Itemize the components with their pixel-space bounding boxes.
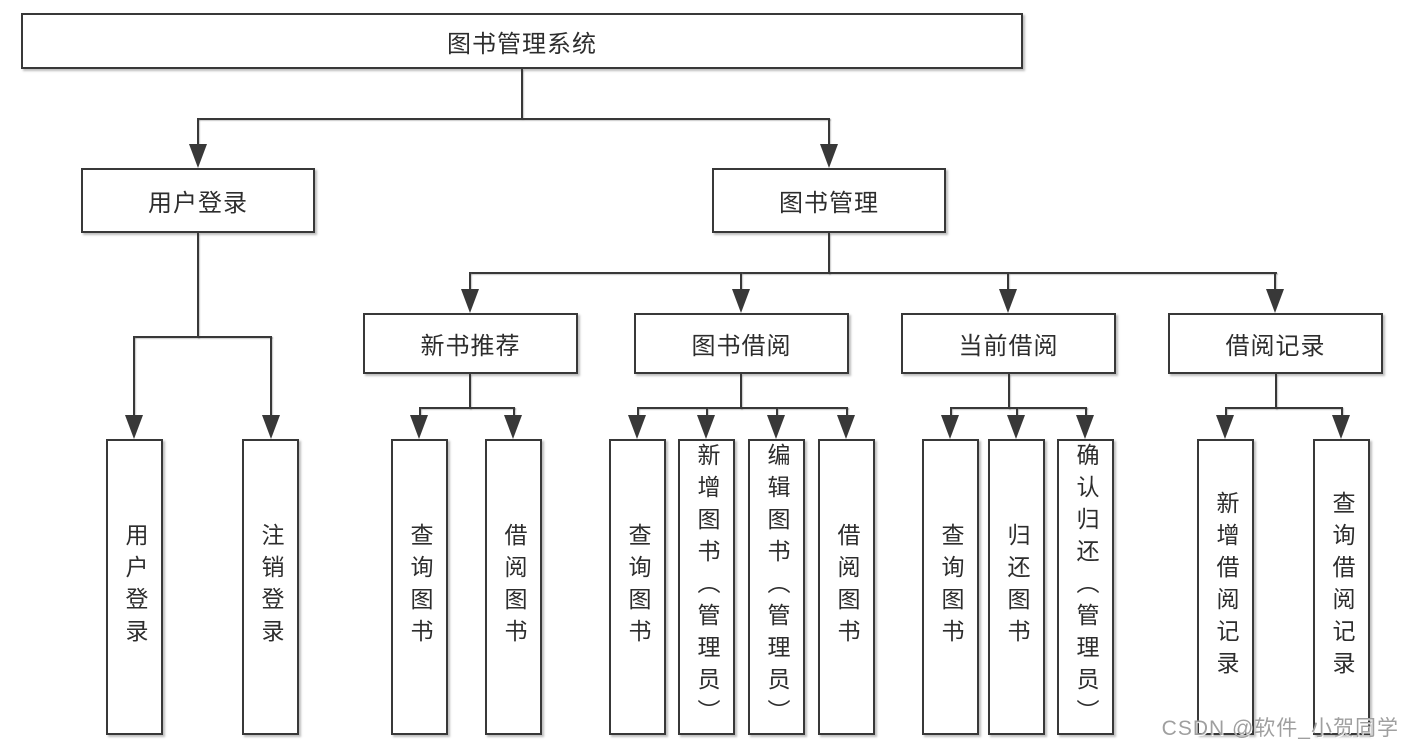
connector-line bbox=[521, 69, 523, 119]
leaf-return-book: 归还图书 bbox=[988, 439, 1045, 735]
connector-line bbox=[469, 272, 471, 292]
arrowhead-down bbox=[1332, 415, 1350, 439]
arrowhead-down bbox=[697, 415, 715, 439]
node-new-book-recommendation: 新书推荐 bbox=[363, 313, 578, 374]
connector-line bbox=[828, 233, 830, 274]
connector-line bbox=[133, 336, 272, 338]
leaf-query-borrow-record: 查询借阅记录 bbox=[1313, 439, 1370, 735]
node-library-management-system: 图书管理系统 bbox=[21, 13, 1023, 69]
node-borrowing-records: 借阅记录 bbox=[1168, 313, 1383, 374]
connector-line bbox=[419, 407, 421, 419]
connector-line bbox=[1341, 407, 1343, 419]
node-book-borrowing: 图书借阅 bbox=[634, 313, 849, 374]
arrowhead-down bbox=[1076, 415, 1094, 439]
leaf-borrow-books-borrowing: 借阅图书 bbox=[818, 439, 875, 735]
connector-line bbox=[740, 272, 742, 292]
leaf-confirm-return-admin: 确认归还（管理员） bbox=[1057, 439, 1114, 735]
arrowhead-down bbox=[941, 415, 959, 439]
connector-line bbox=[513, 407, 515, 419]
arrowhead-down bbox=[732, 289, 750, 313]
connector-line bbox=[469, 272, 1277, 274]
connector-line bbox=[828, 118, 830, 148]
arrowhead-down bbox=[837, 415, 855, 439]
arrowhead-down bbox=[410, 415, 428, 439]
arrowhead-down bbox=[767, 415, 785, 439]
connector-line bbox=[1274, 272, 1276, 292]
connector-line bbox=[706, 407, 708, 419]
connector-line bbox=[776, 407, 778, 419]
arrowhead-down bbox=[628, 415, 646, 439]
arrowhead-down bbox=[820, 144, 838, 168]
connector-line bbox=[950, 407, 952, 419]
connector-line bbox=[1085, 407, 1087, 419]
leaf-borrow-books-recommend: 借阅图书 bbox=[485, 439, 542, 735]
node-book-management: 图书管理 bbox=[712, 168, 946, 233]
connector-line bbox=[197, 118, 199, 148]
connector-line bbox=[846, 407, 848, 419]
connector-line bbox=[950, 407, 1087, 409]
connector-line bbox=[133, 336, 135, 418]
connector-line bbox=[740, 374, 742, 409]
leaf-add-book-admin: 新增图书（管理员） bbox=[678, 439, 735, 735]
arrowhead-down bbox=[504, 415, 522, 439]
connector-line bbox=[197, 233, 199, 338]
connector-line bbox=[1007, 272, 1009, 292]
leaf-query-books-recommend: 查询图书 bbox=[391, 439, 448, 735]
connector-line bbox=[637, 407, 848, 409]
connector-line bbox=[469, 374, 471, 409]
connector-line bbox=[1016, 407, 1018, 419]
arrowhead-down bbox=[189, 144, 207, 168]
arrowhead-down bbox=[1216, 415, 1234, 439]
arrowhead-down bbox=[1266, 289, 1284, 313]
connector-line bbox=[1225, 407, 1342, 409]
leaf-query-books-current: 查询图书 bbox=[922, 439, 979, 735]
leaf-logout: 注销登录 bbox=[242, 439, 299, 735]
arrowhead-down bbox=[1007, 415, 1025, 439]
arrowhead-down bbox=[125, 415, 143, 439]
connector-line bbox=[197, 118, 830, 120]
arrowhead-down bbox=[461, 289, 479, 313]
connector-line bbox=[270, 336, 272, 418]
connector-line bbox=[1275, 374, 1277, 409]
connector-line bbox=[1225, 407, 1227, 419]
leaf-query-books-borrowing: 查询图书 bbox=[609, 439, 666, 735]
leaf-add-borrow-record: 新增借阅记录 bbox=[1197, 439, 1254, 735]
node-user-login: 用户登录 bbox=[81, 168, 315, 233]
watermark: CSDN @软件_小贺同学 bbox=[1161, 717, 1399, 740]
leaf-user-login: 用户登录 bbox=[106, 439, 163, 735]
node-current-borrowing: 当前借阅 bbox=[901, 313, 1116, 374]
arrowhead-down bbox=[999, 289, 1017, 313]
connector-line bbox=[637, 407, 639, 419]
arrowhead-down bbox=[262, 415, 280, 439]
connector-line bbox=[419, 407, 515, 409]
leaf-edit-book-admin: 编辑图书（管理员） bbox=[748, 439, 805, 735]
connector-line bbox=[1008, 374, 1010, 409]
